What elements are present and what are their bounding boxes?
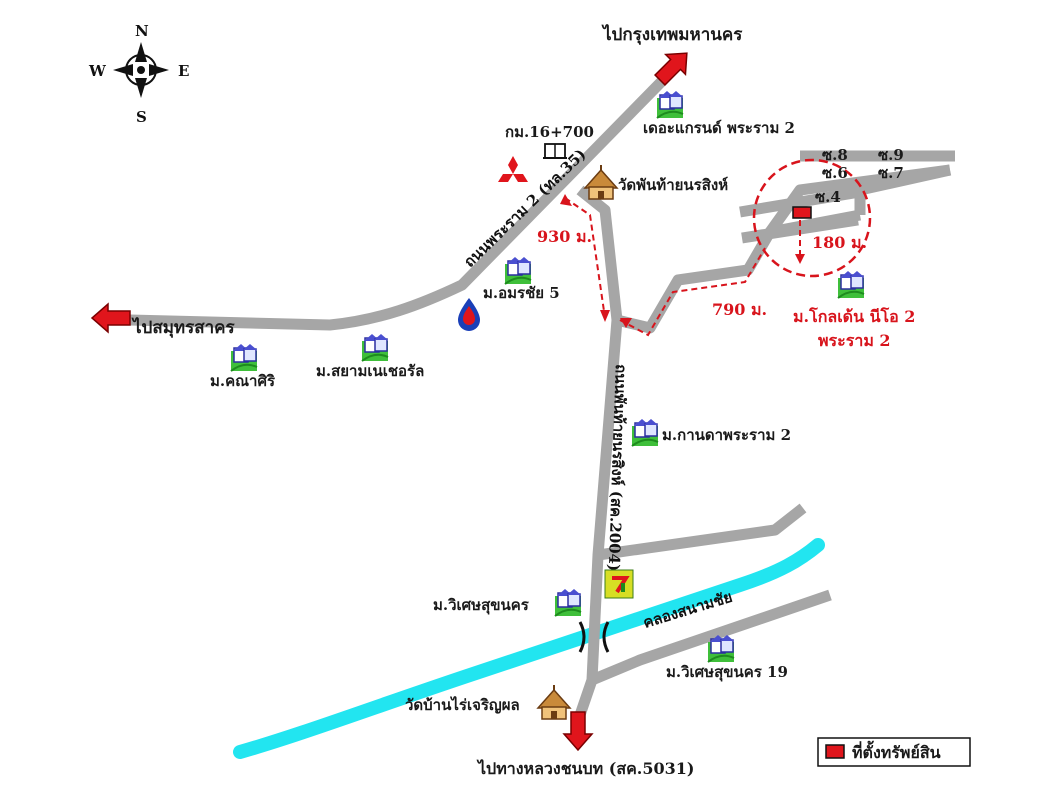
house-icon-wiset19 (707, 634, 735, 663)
distance-930: 930 ม. (537, 227, 592, 246)
compass-n: N (135, 22, 149, 40)
house-icon-siam (361, 333, 389, 362)
km-marker-icon (543, 143, 567, 159)
road-soi-4 (739, 186, 861, 218)
soi-4: ซ.4 (815, 188, 841, 206)
road-connector (597, 503, 807, 561)
route-lines (564, 197, 801, 337)
label-siam-central: ม.สยามเนเชอรัล (316, 362, 424, 380)
temple-icon-banrai (537, 684, 571, 720)
compass-s: S (136, 108, 147, 126)
label-wiset19: ม.วิเศษสุขนคร 19 (666, 663, 788, 682)
km-marker-label: กม.16+700 (505, 123, 594, 141)
legend: ที่ตั้งทรัพย์สิน (817, 737, 971, 767)
house-icon-the-grand (656, 90, 684, 119)
house-icon-amornchai (504, 256, 532, 285)
soi-7: ซ.7 (878, 164, 904, 182)
label-wat-banrai: วัดบ้านไร่เจริญผล (405, 695, 520, 714)
road-south-east (589, 589, 832, 686)
road-label-rama2: ถนนพระราม 2 (ทล.35) (460, 145, 589, 271)
house-icon-khanasiri (230, 343, 258, 372)
label-amornchai: ม.อมรชัย 5 (483, 284, 560, 302)
house-icon-kanda (631, 418, 659, 447)
arrow-south-icon (563, 711, 593, 751)
compass-rose: N S E W (88, 22, 189, 126)
mitsubishi-logo-icon (498, 156, 528, 182)
dest-bangkok: ไปกรุงเทพมหานคร (601, 24, 743, 45)
label-wiset: ม.วิเศษสุขนคร (433, 596, 530, 615)
route-930 (564, 197, 606, 319)
dest-samut-sakhon: ไปสมุทรสาคร (131, 317, 236, 338)
road-soi-right (854, 164, 952, 215)
dest-rural-road: ไปทางหลวงชนบท (สค.5031) (476, 759, 694, 778)
road-phanthai (574, 185, 623, 717)
soi-9: ซ.9 (878, 146, 904, 164)
distance-180: 180 ม. (812, 233, 867, 252)
property-marker (792, 206, 812, 219)
route-790 (619, 247, 766, 337)
route-arrowhead-2 (600, 310, 610, 322)
legend-label: ที่ตั้งทรัพย์สิน (852, 740, 941, 762)
label-kanda: ม.กานดาพระราม 2 (662, 426, 791, 444)
road-rama2 (129, 71, 672, 331)
house-icon-golden (837, 270, 865, 299)
soi-6: ซ.6 (822, 164, 848, 182)
route-arrowhead-1 (560, 194, 572, 206)
label-wat-phanthai: วัดพันท้ายนรสิงห์ (618, 176, 728, 194)
ptt-station-icon (458, 298, 480, 331)
label-khanasiri: ม.คณาศิริ (210, 372, 276, 390)
arrow-samut-sakhon-icon (91, 303, 131, 333)
road-network (129, 71, 955, 717)
bridge-icon (578, 621, 610, 653)
seven-eleven-icon (604, 569, 634, 599)
legend-property-swatch (825, 744, 845, 759)
label-the-grand: เดอะแกรนด์ พระราม 2 (643, 119, 795, 137)
distance-790: 790 ม. (712, 300, 767, 319)
canal-khlong-sanamchai (233, 538, 825, 759)
compass-w: W (88, 62, 107, 80)
house-icon-wiset (554, 588, 582, 617)
road-label-canal: คลองสนามชัย (641, 588, 734, 632)
compass-e: E (178, 62, 189, 80)
label-golden-line2: พระราม 2 (818, 331, 891, 350)
soi-8: ซ.8 (822, 146, 848, 164)
temple-icon-phanthai (584, 164, 618, 200)
route-arrowhead-4 (795, 254, 805, 264)
road-soi-4b (741, 214, 859, 244)
route-arrowhead-3 (620, 318, 632, 328)
label-golden-line1: ม.โกลเด้น นีโอ 2 (793, 306, 915, 326)
radius-circle (752, 158, 872, 278)
